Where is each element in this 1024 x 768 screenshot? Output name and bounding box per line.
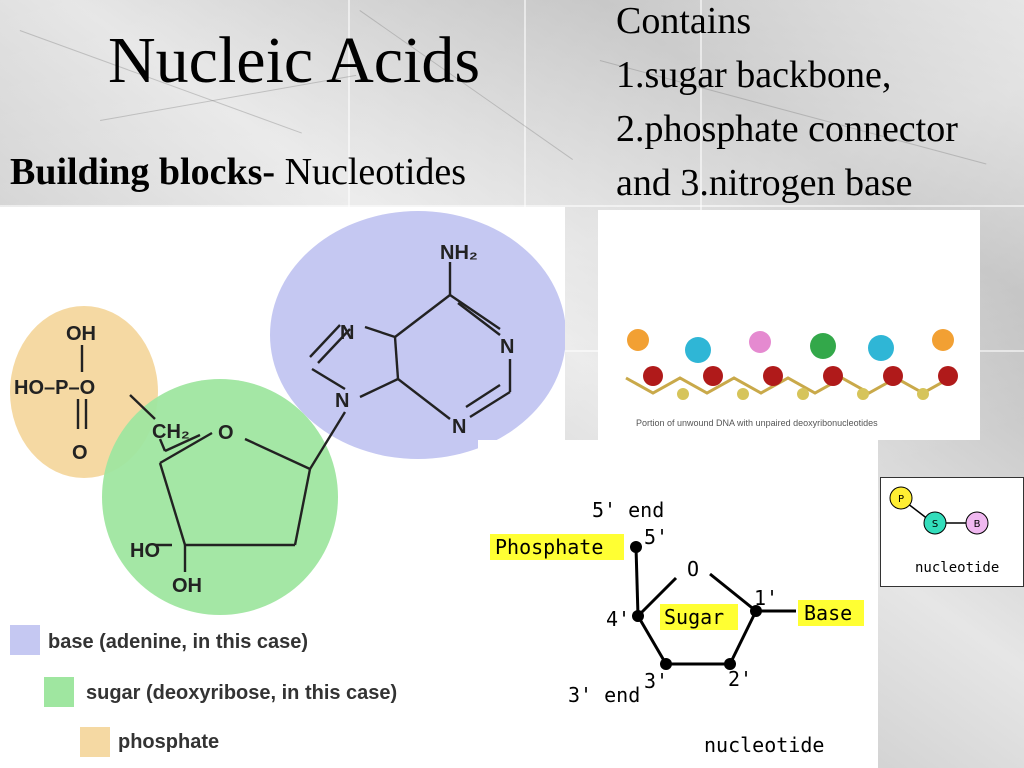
legend-swatch-phosphate (80, 727, 110, 757)
schematic-labels: 5' end 5' Phosphate O 1' Base 4' Sugar 3… (495, 498, 852, 757)
sugar-bead (643, 366, 663, 386)
contains-item: 2.phosphate connector (616, 108, 958, 150)
atom-ho-p-o: HO–P–O (14, 377, 95, 399)
backbone-beads (643, 366, 958, 400)
phosphate-label: Phosphate (495, 535, 603, 559)
legend-label-sugar: sugar (deoxyribose, in this case) (86, 682, 397, 704)
contains-item: 1.sugar backbone, (616, 54, 892, 96)
schematic-caption: nucleotide (704, 733, 824, 757)
atom-ch2: CH₂ (152, 421, 190, 443)
dna-strand-svg: Portion of unwound DNA with unpaired deo… (625, 329, 958, 428)
sugar-bead (883, 366, 903, 386)
legend-label-base: base (adenine, in this case) (48, 631, 308, 653)
phosphate-bead (857, 388, 869, 400)
node-5prime (630, 541, 642, 553)
phosphate-bead (797, 388, 809, 400)
legend-label-phosphate: phosphate (118, 731, 219, 753)
base-bead (627, 329, 649, 351)
sugar-label: Sugar (664, 605, 724, 629)
node-4prime (632, 610, 644, 622)
base-bead (749, 331, 771, 353)
base-bead (810, 333, 836, 359)
adenine-structure-svg: NH₂ N N N N OH HO–P–O O CH₂ O HO OH base… (10, 211, 566, 757)
phosphate-bead (737, 388, 749, 400)
base-bead (932, 329, 954, 351)
atom-o: O (72, 442, 88, 464)
five-prime-label: 5' (644, 525, 668, 549)
b-label: B (974, 519, 981, 530)
three-end-label: 3' end (568, 683, 640, 707)
contains-heading: Contains (616, 0, 752, 42)
strand-caption: Portion of unwound DNA with unpaired deo… (636, 418, 878, 428)
base-highlight (270, 211, 566, 459)
legend-swatch-sugar (44, 677, 74, 707)
node-3prime (660, 658, 672, 670)
contains-list: Contains 1.sugar backbone, 2.phosphate c… (616, 0, 958, 210)
legend-swatch-base (10, 625, 40, 655)
dna-strand-figure: Portion of unwound DNA with unpaired deo… (598, 210, 980, 440)
tile-seam (524, 0, 526, 210)
mini-labels: P S B (898, 494, 981, 530)
base-label: Base (804, 601, 852, 625)
sugar-bead (763, 366, 783, 386)
nucleotide-schematic-svg: 5' end 5' Phosphate O 1' Base 4' Sugar 3… (490, 498, 864, 757)
node-1prime (750, 605, 762, 617)
s-circle (923, 511, 947, 535)
adenine-nucleotide-figure: NH₂ N N N N OH HO–P–O O CH₂ O HO OH base… (0, 207, 566, 768)
s-label: S (932, 519, 938, 530)
mini-caption: nucleotide (915, 560, 999, 576)
mini-nucleotide-svg: P S B nucleotide (889, 486, 999, 576)
base-bead (685, 337, 711, 363)
nucleotide-schematic: 5' end 5' Phosphate O 1' Base 4' Sugar 3… (478, 440, 878, 768)
node-2prime (724, 658, 736, 670)
ring-oxygen-label: O (687, 557, 699, 581)
atom-ho: HO (130, 540, 160, 562)
tile-seam (0, 205, 1024, 207)
sugar-bead (823, 366, 843, 386)
five-end-label: 5' end (592, 498, 664, 522)
atom-o-ring: O (218, 422, 234, 444)
mini-nucleotide-box: P S B nucleotide (880, 477, 1024, 587)
p-label: P (898, 494, 904, 505)
atom-n: N (500, 336, 514, 358)
building-blocks-value: Nucleotides (284, 151, 467, 193)
building-blocks-line: Building blocks- Nucleotides (10, 151, 467, 194)
four-prime-label: 4' (606, 607, 630, 631)
phosphate-highlight (490, 534, 624, 560)
contains-item: and 3.nitrogen base (616, 162, 913, 204)
slide-title: Nucleic Acids (108, 24, 481, 97)
sugar-highlight (102, 379, 338, 615)
sugar-highlight (660, 604, 738, 630)
bonds (76, 262, 512, 572)
building-blocks-label: Building blocks- (10, 151, 276, 193)
base-beads (627, 329, 954, 363)
sugar-bead (938, 366, 958, 386)
b-circle (965, 511, 989, 535)
sugar-ring-lines (634, 546, 796, 666)
one-prime-label: 1' (754, 586, 778, 610)
atom-n: N (452, 416, 466, 438)
two-prime-label: 2' (728, 667, 752, 691)
ring-nodes (630, 541, 762, 670)
atom-nh2: NH₂ (440, 242, 478, 264)
atom-oh-bottom: OH (172, 575, 202, 597)
atom-oh: OH (66, 323, 96, 345)
sugar-bead (703, 366, 723, 386)
phosphate-bead (677, 388, 689, 400)
atom-n: N (340, 322, 354, 344)
atom-n: N (335, 390, 349, 412)
phosphate-bead (917, 388, 929, 400)
p-circle (889, 486, 913, 510)
base-bead (868, 335, 894, 361)
three-prime-label: 3' (644, 669, 668, 693)
tile-seam (348, 0, 350, 210)
legend: base (adenine, in this case) sugar (deox… (10, 625, 397, 757)
atom-labels: NH₂ N N N N OH HO–P–O O CH₂ O HO OH (14, 242, 514, 597)
base-highlight (798, 600, 864, 626)
